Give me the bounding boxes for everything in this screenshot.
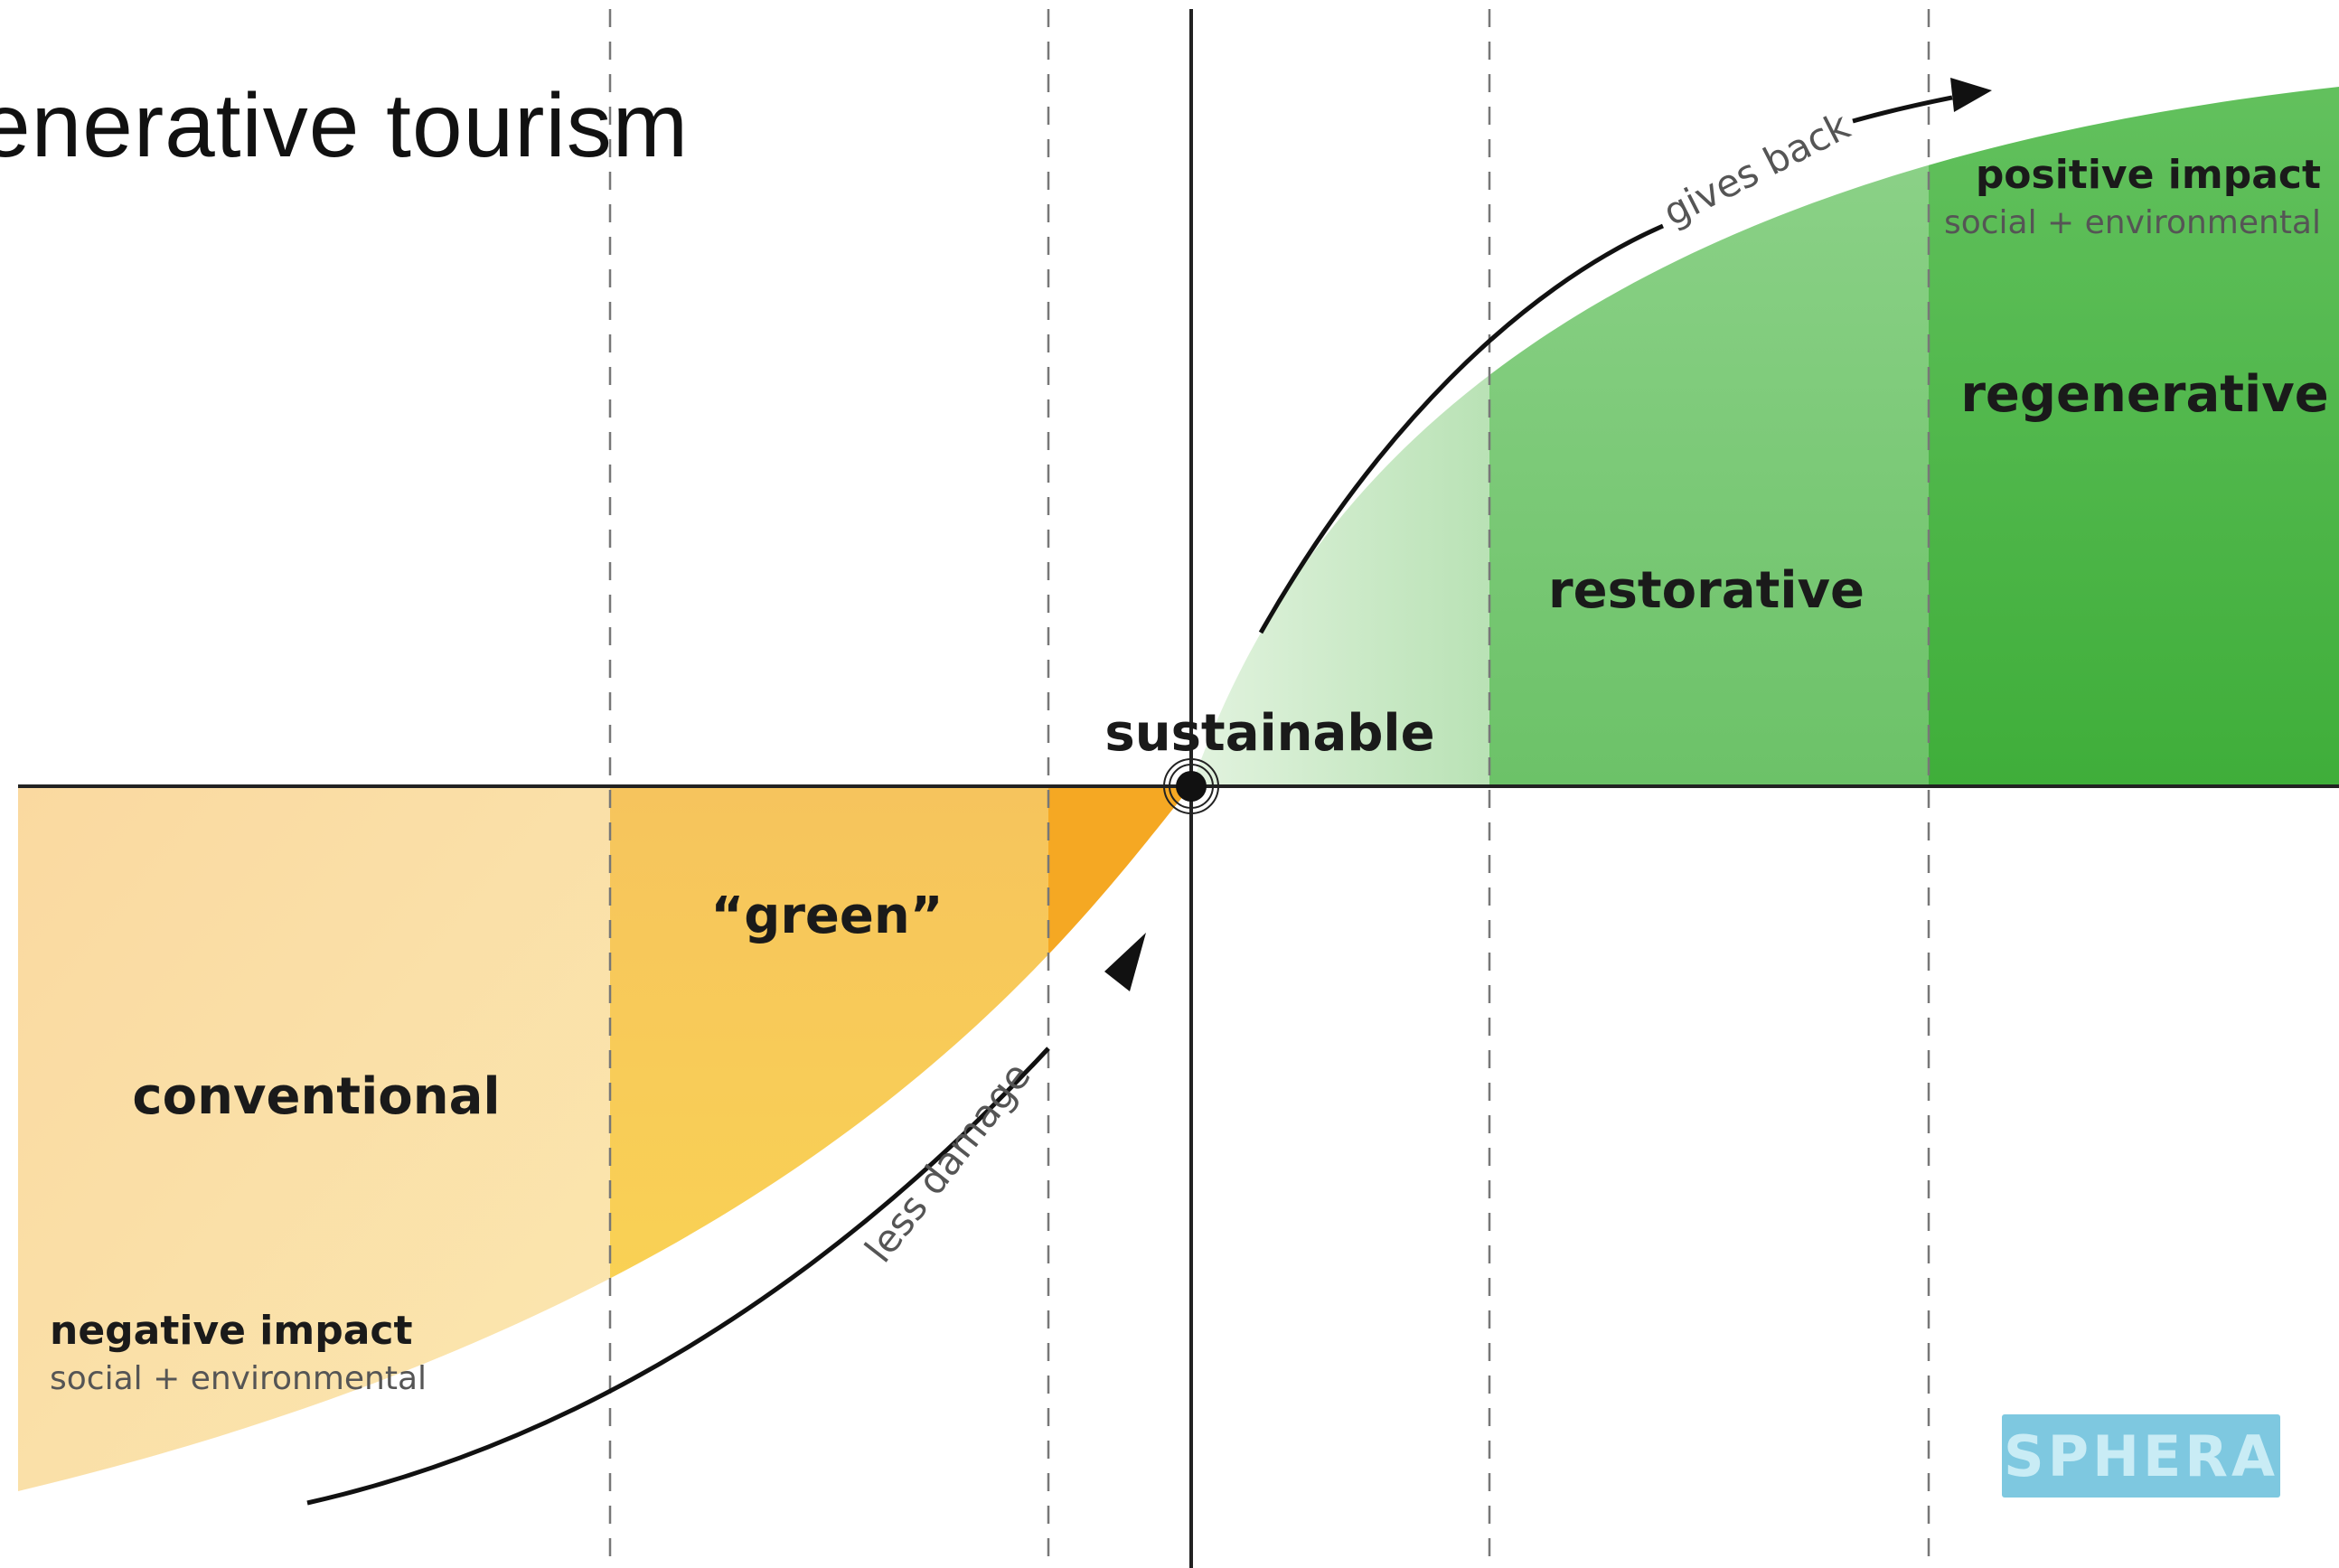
label-sustainable: sustainable xyxy=(1104,704,1434,763)
negative-impact-subtitle: social + environmental xyxy=(50,1360,427,1397)
positive-impact-subtitle: social + environmental xyxy=(1944,204,2321,241)
sphera-logo-text: SPHERA xyxy=(2003,1422,2279,1489)
label-restorative: restorative xyxy=(1548,561,1865,620)
less-damage-curve xyxy=(306,1047,1050,1506)
less-damage-arrowhead xyxy=(1104,933,1146,991)
gives-back-curve-upper xyxy=(1852,95,1953,124)
page-title: enerative tourism xyxy=(0,75,689,176)
gives-back-arrowhead xyxy=(1950,78,1992,112)
regenerative-band xyxy=(1929,87,2339,786)
label-conventional: conventional xyxy=(132,1067,500,1126)
sustainable-band xyxy=(1191,87,1489,786)
conventional-band xyxy=(18,786,610,1491)
label-regenerative: regenerative xyxy=(1960,365,2328,424)
label-green: “green” xyxy=(710,887,943,945)
positive-impact-title: positive impact xyxy=(1976,152,2321,198)
sustainable-point xyxy=(1163,758,1219,814)
near-sustainable-band xyxy=(1048,786,1191,1491)
negative-area xyxy=(18,786,1191,1491)
gives-back-curve-lower xyxy=(1258,223,1665,634)
negative-impact-title: negative impact xyxy=(50,1308,413,1354)
sphera-logo: SPHERA xyxy=(2002,1414,2280,1498)
